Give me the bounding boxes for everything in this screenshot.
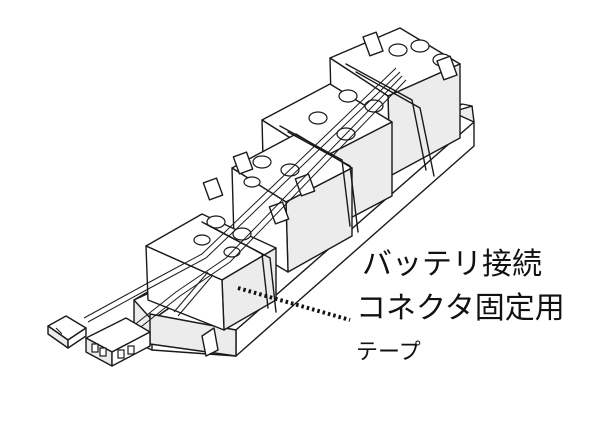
connector-wires xyxy=(83,67,407,335)
callout-line-3: テープ xyxy=(356,340,421,365)
terminal-clamps xyxy=(202,31,458,225)
callout-line-1: バッテリ接続 xyxy=(362,247,542,282)
main-connector xyxy=(85,317,151,367)
small-connector xyxy=(47,315,87,349)
callout-label: バッテリ接続 コネクタ固定用 テープ xyxy=(356,247,565,364)
callout-line-2: コネクタ固定用 xyxy=(356,291,565,326)
retaining-bands xyxy=(201,63,435,313)
tray-tab xyxy=(201,327,219,357)
battery-cell-front xyxy=(145,213,277,331)
